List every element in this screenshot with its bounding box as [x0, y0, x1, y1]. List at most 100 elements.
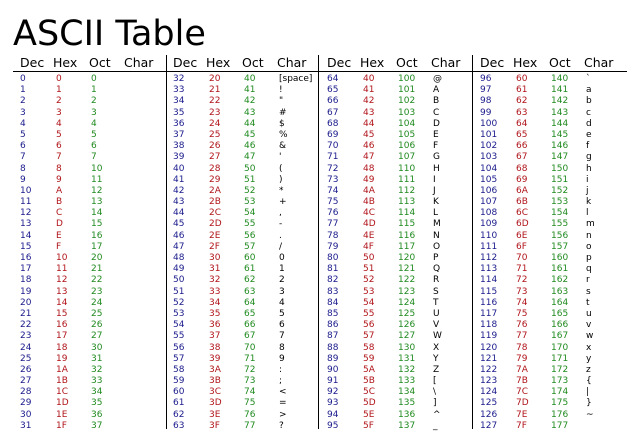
cell-dec: 21: [20, 308, 32, 319]
cell-oct: 174: [551, 387, 569, 398]
cell-oct: 15: [91, 219, 103, 230]
cell-dec: 80: [327, 253, 339, 263]
cell-oct: 51: [244, 174, 256, 185]
cell-hex: 4D: [363, 219, 376, 230]
cell-oct: 117: [398, 241, 416, 252]
cell-oct: 71: [244, 353, 256, 364]
cell-hex: 7: [56, 152, 62, 163]
cell-hex: 2C: [209, 208, 222, 219]
cell-dec: 50: [173, 275, 185, 286]
cell-oct: 126: [398, 320, 416, 331]
cell-hex: 6F: [516, 241, 527, 252]
cell-dec: 120: [480, 342, 498, 353]
cell-dec: 121: [480, 353, 498, 364]
cell-dec: 97: [480, 85, 492, 96]
cell-char: J: [433, 185, 436, 196]
cell-dec: 25: [20, 353, 32, 364]
cell-char: $: [279, 118, 285, 129]
cell-hex: 75: [516, 308, 528, 319]
cell-dec: 95: [327, 420, 339, 431]
cell-dec: 75: [327, 197, 339, 208]
cell-char: I: [433, 174, 436, 185]
cell-hex: 3A: [209, 364, 221, 375]
cell-hex: 5D: [363, 398, 376, 409]
cell-oct: 46: [244, 141, 256, 152]
cell-dec: 17: [20, 264, 32, 275]
cell-oct: 67: [244, 331, 256, 342]
table-header: Dec Hex Oct Char: [18, 55, 168, 71]
cell-oct: 114: [398, 208, 416, 219]
cell-oct: 61: [244, 264, 256, 275]
cell-hex: 26: [209, 141, 221, 152]
cell-char: w: [586, 331, 594, 342]
cell-char: ?: [279, 420, 284, 431]
cell-hex: 66: [516, 141, 528, 152]
cell-oct: 103: [398, 107, 416, 118]
cell-char: 5: [279, 308, 285, 319]
cell-hex: 36: [209, 320, 221, 331]
cell-hex: 24: [209, 118, 221, 129]
cell-hex: F: [56, 241, 62, 252]
header-char: Char: [277, 55, 307, 70]
cell-hex: 5B: [363, 376, 375, 387]
cell-hex: 1B: [56, 376, 68, 387]
cell-oct: 3: [91, 107, 97, 118]
cell-oct: 175: [551, 398, 569, 409]
cell-char: l: [586, 208, 589, 219]
cell-dec: 32: [173, 74, 185, 84]
cell-hex: 1E: [56, 409, 68, 420]
header-hex: Hex: [53, 55, 78, 70]
cell-dec: 22: [20, 320, 32, 331]
cell-hex: 6E: [516, 230, 528, 241]
cell-oct: 27: [91, 331, 103, 342]
cell-dec: 126: [480, 409, 498, 420]
cell-char: X: [433, 342, 440, 353]
cell-dec: 113: [480, 264, 498, 275]
cell-oct: 16: [91, 230, 103, 241]
cell-dec: 66: [327, 96, 339, 107]
column-divider: [472, 55, 473, 429]
cell-dec: 34: [173, 96, 185, 107]
cell-oct: 151: [551, 174, 569, 185]
header-dec: Dec: [173, 55, 198, 70]
cell-hex: 67: [516, 152, 528, 163]
table-header: Dec Hex Oct Char: [478, 55, 628, 71]
cell-dec: 110: [480, 230, 498, 241]
cell-hex: 5E: [363, 409, 375, 420]
cell-dec: 65: [327, 85, 339, 96]
cell-oct: 171: [551, 353, 569, 364]
cell-oct: 62: [244, 275, 256, 286]
cell-dec: 111: [480, 241, 498, 252]
cell-hex: A: [56, 185, 63, 196]
cell-hex: 1F: [56, 420, 67, 431]
cell-oct: 120: [398, 253, 416, 263]
cell-oct: 63: [244, 286, 256, 297]
cell-hex: 7C: [516, 387, 529, 398]
cell-hex: 3E: [209, 409, 221, 420]
cell-hex: 37: [209, 331, 221, 342]
cell-hex: 31: [209, 264, 221, 275]
cell-dec: 43: [173, 197, 185, 208]
cell-char: t: [586, 297, 590, 308]
